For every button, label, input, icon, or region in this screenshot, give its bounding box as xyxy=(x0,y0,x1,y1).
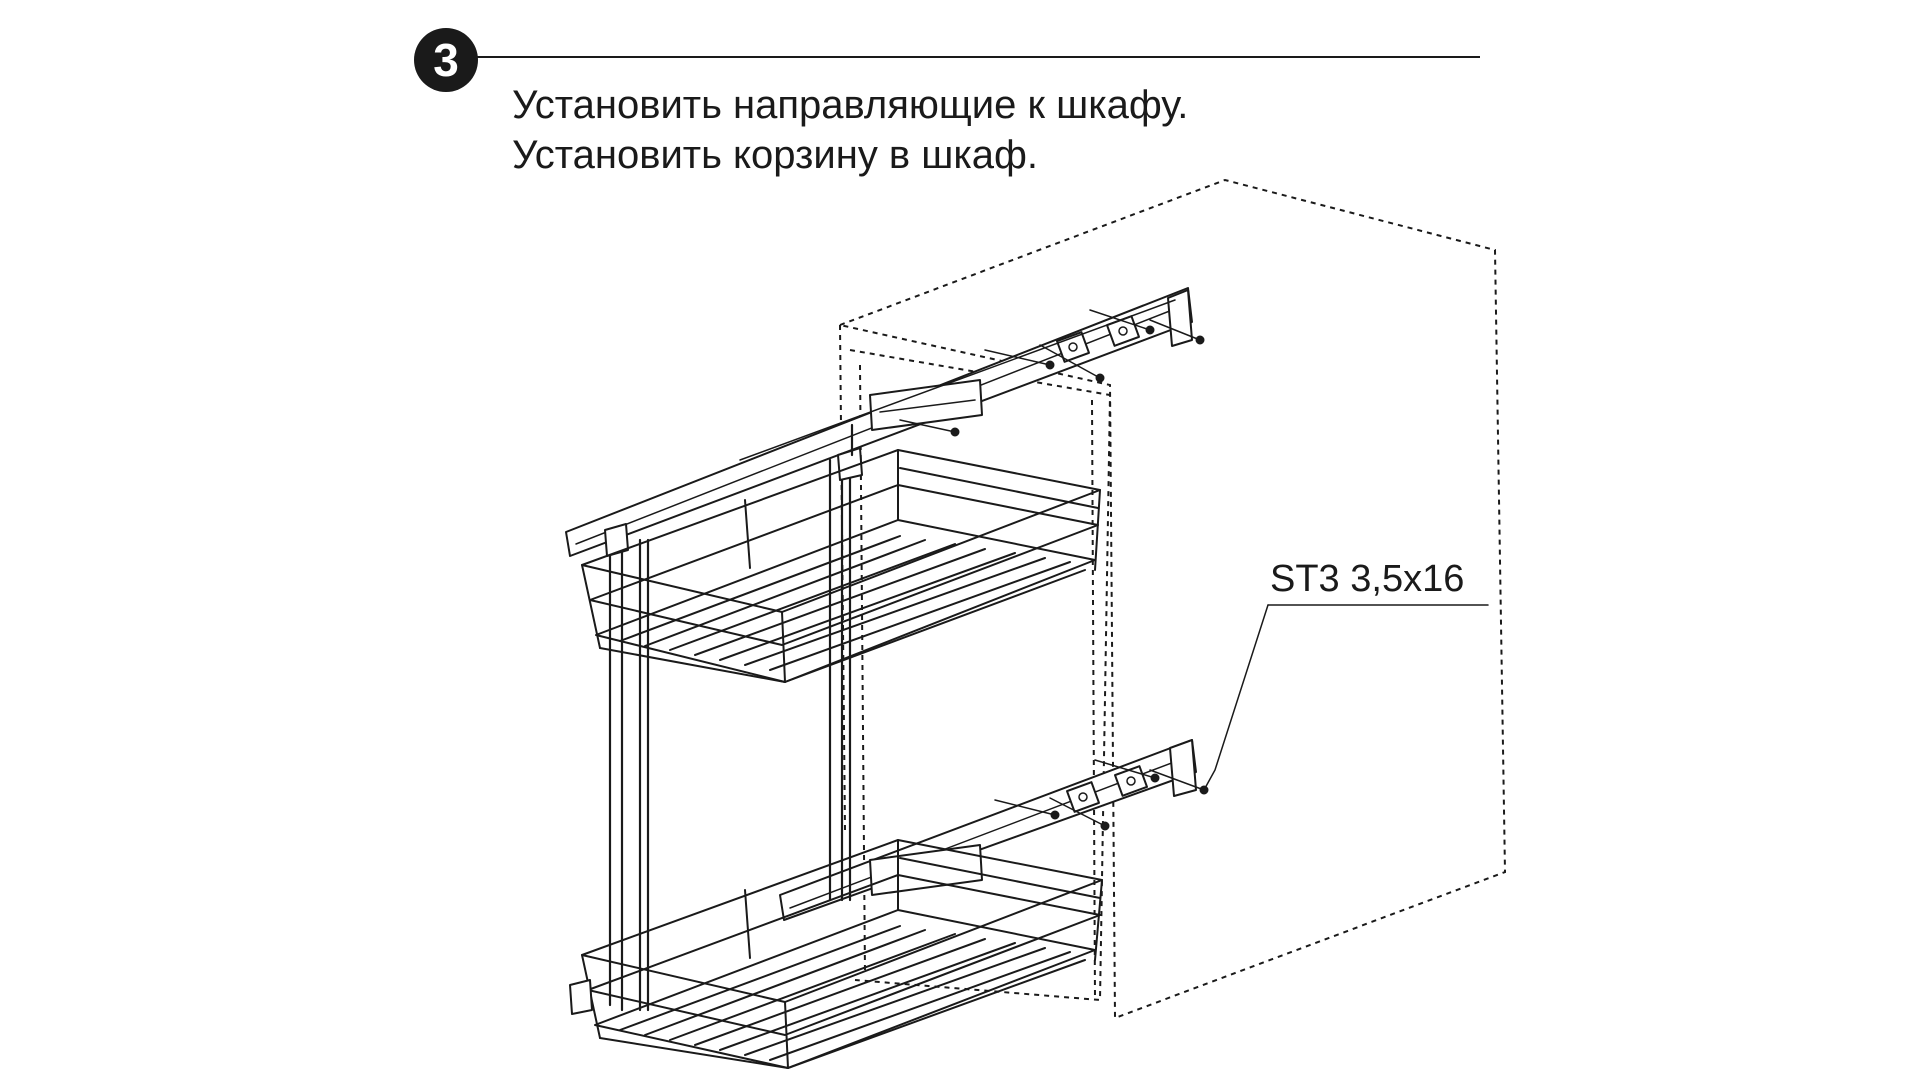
instruction-text: Установить направляющие к шкафу. Установ… xyxy=(512,80,1188,180)
lower-wire-basket xyxy=(569,839,1103,1069)
screw-spec-label: ST3 3,5x16 xyxy=(1270,558,1465,600)
upper-wire-basket xyxy=(581,449,1101,683)
lower-drawer-slide xyxy=(779,739,1197,921)
upper-drawer-slide xyxy=(565,287,1193,557)
instruction-line-1: Установить направляющие к шкафу. xyxy=(512,83,1189,127)
lower-slide-screws xyxy=(994,759,1209,831)
upper-slide-screws xyxy=(899,309,1205,437)
step-number: 3 xyxy=(433,34,459,86)
instruction-line-2: Установить корзину в шкаф. xyxy=(512,133,1039,177)
screw-callout-leader xyxy=(1203,604,1489,791)
step-header-rule xyxy=(474,56,1480,58)
step-number-badge: 3 xyxy=(414,28,478,92)
